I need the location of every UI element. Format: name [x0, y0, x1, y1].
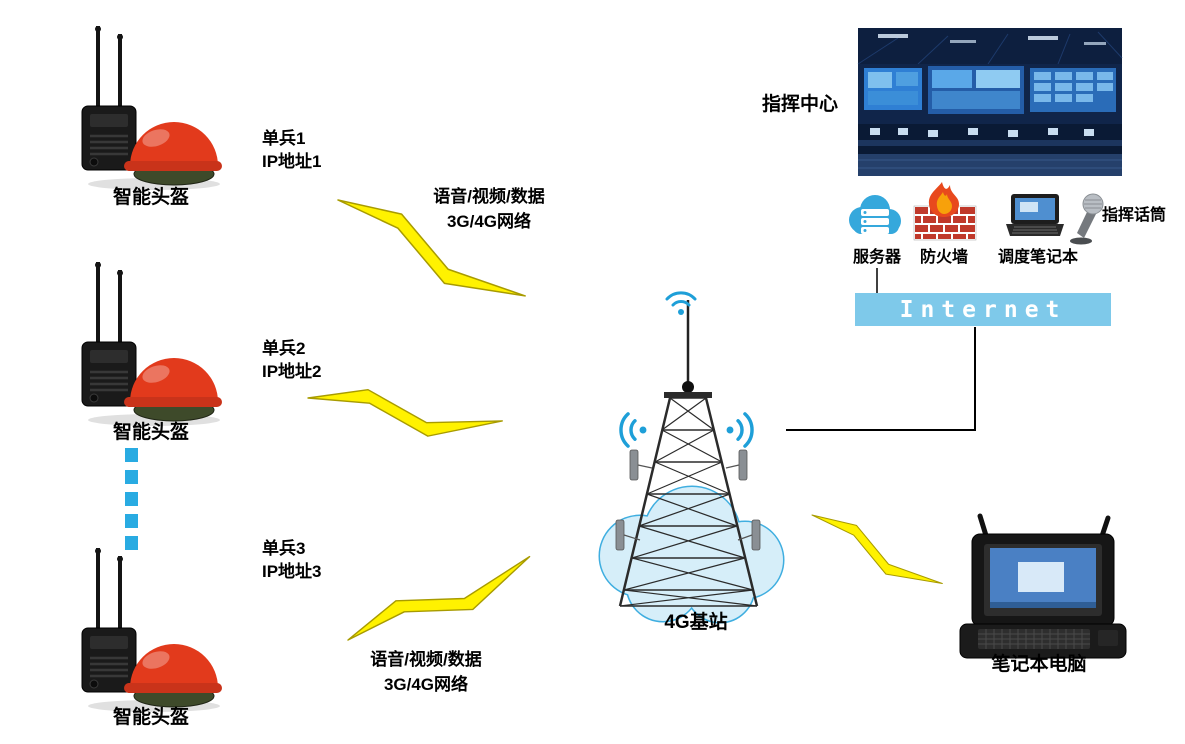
- smart-helmet-unit-1: [80, 24, 224, 192]
- soldier-1-label: 单兵1 IP地址1: [262, 127, 322, 173]
- base-station-label: 4G基站: [664, 612, 728, 633]
- lightning-bolt-soldier3: [340, 548, 541, 657]
- smart-helmet-unit-3: [80, 546, 224, 714]
- wifi-signal-icon-left: [619, 412, 649, 448]
- link-top-line1: 语音/视频/数据: [433, 187, 545, 206]
- panel-antennas: [615, 449, 761, 551]
- helmet-label-2: 智能头盔: [112, 422, 189, 443]
- link-bottom-line2: 3G/4G网络: [383, 675, 469, 694]
- soldier-2-ip: IP地址2: [262, 362, 322, 381]
- soldier-2-name: 单兵2: [262, 339, 306, 358]
- lightning-bolt-soldier2: [304, 378, 505, 450]
- server-label: 服务器: [852, 249, 901, 266]
- soldier-1-ip: IP地址1: [262, 152, 322, 171]
- wifi-signal-icon-right: [724, 412, 754, 448]
- soldier-3-ip: IP地址3: [262, 562, 322, 581]
- field-laptop-label: 笔记本电脑: [991, 654, 1087, 675]
- link-bottom-line1: 语音/视频/数据: [370, 650, 482, 669]
- helmet-label-3: 智能头盔: [112, 707, 189, 728]
- smart-helmet-unit-2: [80, 260, 224, 428]
- soldier-3-name: 单兵3: [262, 539, 306, 558]
- rugged-laptop: [959, 513, 1127, 659]
- link-top-line2: 3G/4G网络: [446, 212, 532, 231]
- soldier-1-name: 单兵1: [262, 129, 306, 148]
- dispatch-laptop-label: 调度笔记本: [997, 249, 1078, 266]
- link-label-bottom: 语音/视频/数据 3G/4G网络: [342, 647, 510, 697]
- server-icon: [849, 195, 901, 234]
- lightning-bolt-laptop: [804, 502, 946, 603]
- dispatch-laptop-icon: [1006, 194, 1064, 236]
- base-station-tower: [615, 300, 761, 607]
- firewall-label: 防火墙: [919, 249, 968, 266]
- internet-label: Internet: [899, 296, 1067, 323]
- link-label-top: 语音/视频/数据 3G/4G网络: [400, 184, 578, 234]
- continuation-dotted-line: [125, 448, 138, 550]
- command-center-label: 指挥中心: [762, 94, 839, 115]
- wifi-signal-icon-top: [665, 291, 697, 317]
- microphone-icon: [1070, 193, 1104, 245]
- microphone-label: 指挥话筒: [1102, 207, 1167, 224]
- command-center-photo: [857, 28, 1123, 176]
- internet-bar: Internet: [855, 293, 1111, 326]
- helmet-label-1: 智能头盔: [112, 187, 189, 208]
- soldier-2-label: 单兵2 IP地址2: [262, 337, 322, 383]
- soldier-3-label: 单兵3 IP地址3: [262, 537, 322, 583]
- firewall-icon: [913, 182, 977, 241]
- internet-basestation-connector: [786, 327, 976, 431]
